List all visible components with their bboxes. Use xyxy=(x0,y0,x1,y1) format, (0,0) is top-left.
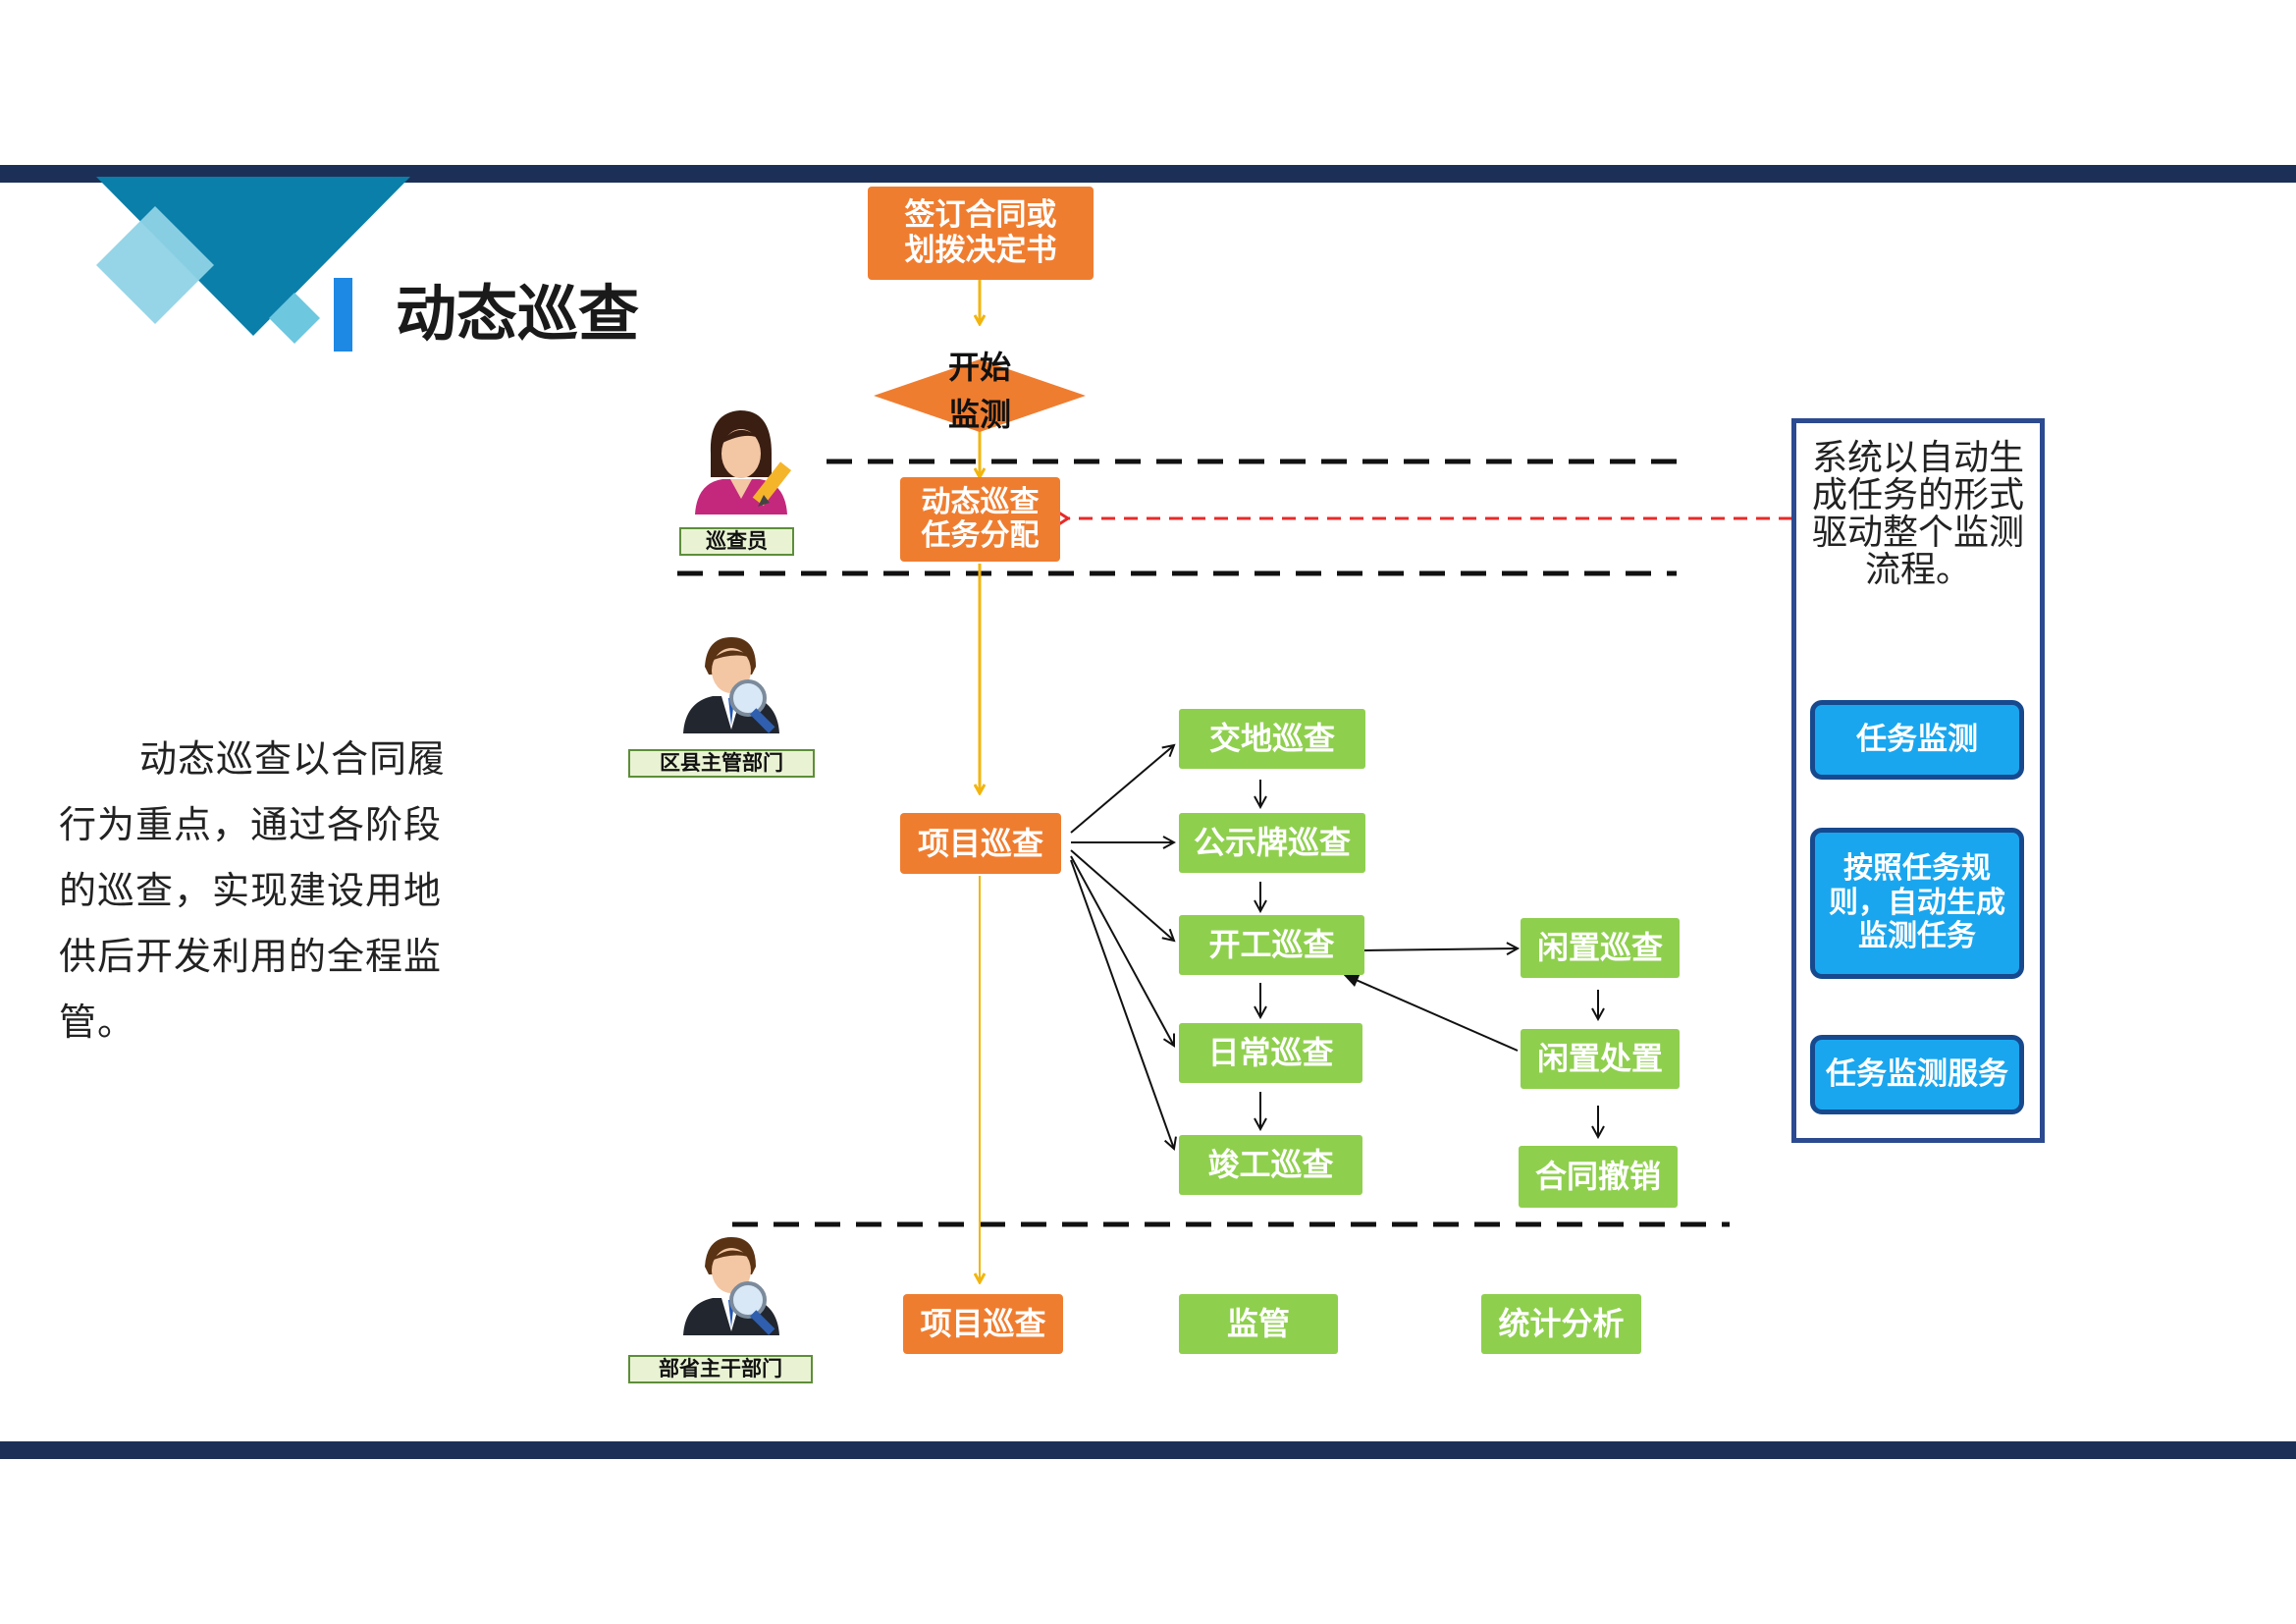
start-label: 开始 监测 xyxy=(921,344,1039,438)
header-decoration xyxy=(96,177,410,344)
deco-diamond-large xyxy=(96,206,214,324)
start-label-line1: 开始 xyxy=(947,349,1011,386)
start-diamond xyxy=(874,359,1086,432)
contract-revoke-node: 合同撤销 xyxy=(1519,1146,1678,1208)
bottom-project-inspection-node: 项目巡查 xyxy=(903,1294,1063,1354)
idle-disposal-node: 闲置处置 xyxy=(1521,1029,1680,1089)
system-note: 系统以自动生成任务的形式驱动整个监测流程。 xyxy=(1811,438,2024,590)
auto-generate-node: 按照任务规则，自动生成监测任务 xyxy=(1810,828,2024,979)
county-department-label: 区县主管部门 xyxy=(628,749,815,778)
project-inspection-node: 项目巡查 xyxy=(900,813,1061,874)
county-department-avatar xyxy=(683,637,779,733)
daily-inspection-node: 日常巡查 xyxy=(1179,1023,1362,1083)
arrow-to-start-work xyxy=(1070,849,1174,941)
task-monitor-node: 任务监测 xyxy=(1810,700,2024,780)
start-work-inspection-node: 开工巡查 xyxy=(1179,915,1364,975)
inspector-avatar xyxy=(695,410,792,514)
arrow-to-handover xyxy=(1070,745,1174,834)
idle-inspection-node: 闲置巡查 xyxy=(1521,918,1680,978)
start-label-line2: 监测 xyxy=(947,396,1011,433)
description-text: 动态巡查以合同履行为重点，通过各阶段的巡查，实现建设用地供后开发利用的全程监管。 xyxy=(59,737,447,1044)
task-assign-node: 动态巡查任务分配 xyxy=(900,477,1060,562)
system-panel xyxy=(1791,418,2045,1143)
statistics-node: 统计分析 xyxy=(1481,1294,1641,1354)
supervision-node: 监管 xyxy=(1179,1294,1338,1354)
province-department-label: 部省主干部门 xyxy=(628,1355,813,1383)
page-title: 动态巡查 xyxy=(396,278,640,350)
monitor-service-node: 任务监测服务 xyxy=(1810,1035,2024,1114)
handover-inspection-node: 交地巡查 xyxy=(1179,709,1365,769)
arrow-to-daily xyxy=(1070,855,1174,1046)
completion-inspection-node: 竣工巡查 xyxy=(1179,1135,1362,1195)
arrow-to-completion xyxy=(1070,859,1174,1149)
top-band xyxy=(0,165,2296,183)
arrow-start-to-idle xyxy=(1363,948,1518,950)
signboard-inspection-node: 公示牌巡查 xyxy=(1179,813,1365,873)
title-accent-bar xyxy=(334,278,352,352)
bottom-band xyxy=(0,1441,2296,1459)
deco-triangle xyxy=(96,177,410,336)
sign-contract-node: 签订合同或划拨决定书 xyxy=(868,187,1094,280)
inspector-label: 巡查员 xyxy=(679,527,794,556)
deco-diamond-small xyxy=(269,293,320,344)
arrow-disposal-to-start xyxy=(1343,974,1519,1052)
province-department-avatar xyxy=(683,1237,779,1335)
